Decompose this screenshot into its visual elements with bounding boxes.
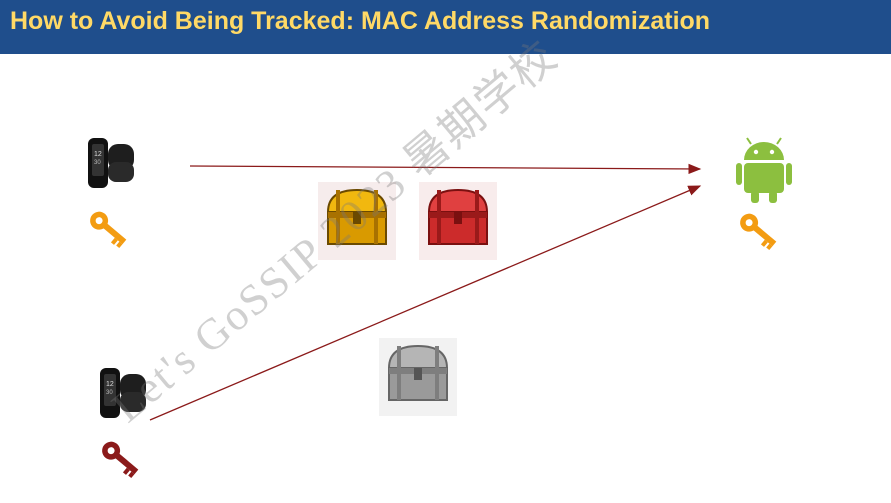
arrow-bottom-band-to-android	[149, 185, 702, 421]
red-treasure-chest-icon	[419, 182, 497, 260]
orange-key-icon	[90, 211, 127, 249]
svg-text:30: 30	[106, 390, 113, 396]
dark-red-key-icon	[102, 441, 139, 479]
orange-key-icon	[740, 213, 777, 251]
gold-treasure-chest-icon	[318, 182, 396, 260]
fitness-band-icon: 12 30	[88, 138, 134, 188]
title-bar: How to Avoid Being Tracked: MAC Address …	[0, 0, 891, 54]
android-icon	[736, 137, 792, 203]
arrow-top-band-to-android	[189, 163, 702, 175]
svg-text:30: 30	[94, 160, 101, 166]
gray-treasure-chest-icon	[379, 338, 457, 416]
svg-text:12: 12	[106, 381, 114, 388]
fitness-band-icon: 12 30	[100, 368, 146, 418]
svg-text:12: 12	[94, 151, 102, 158]
slide-title: How to Avoid Being Tracked: MAC Address …	[10, 7, 711, 35]
